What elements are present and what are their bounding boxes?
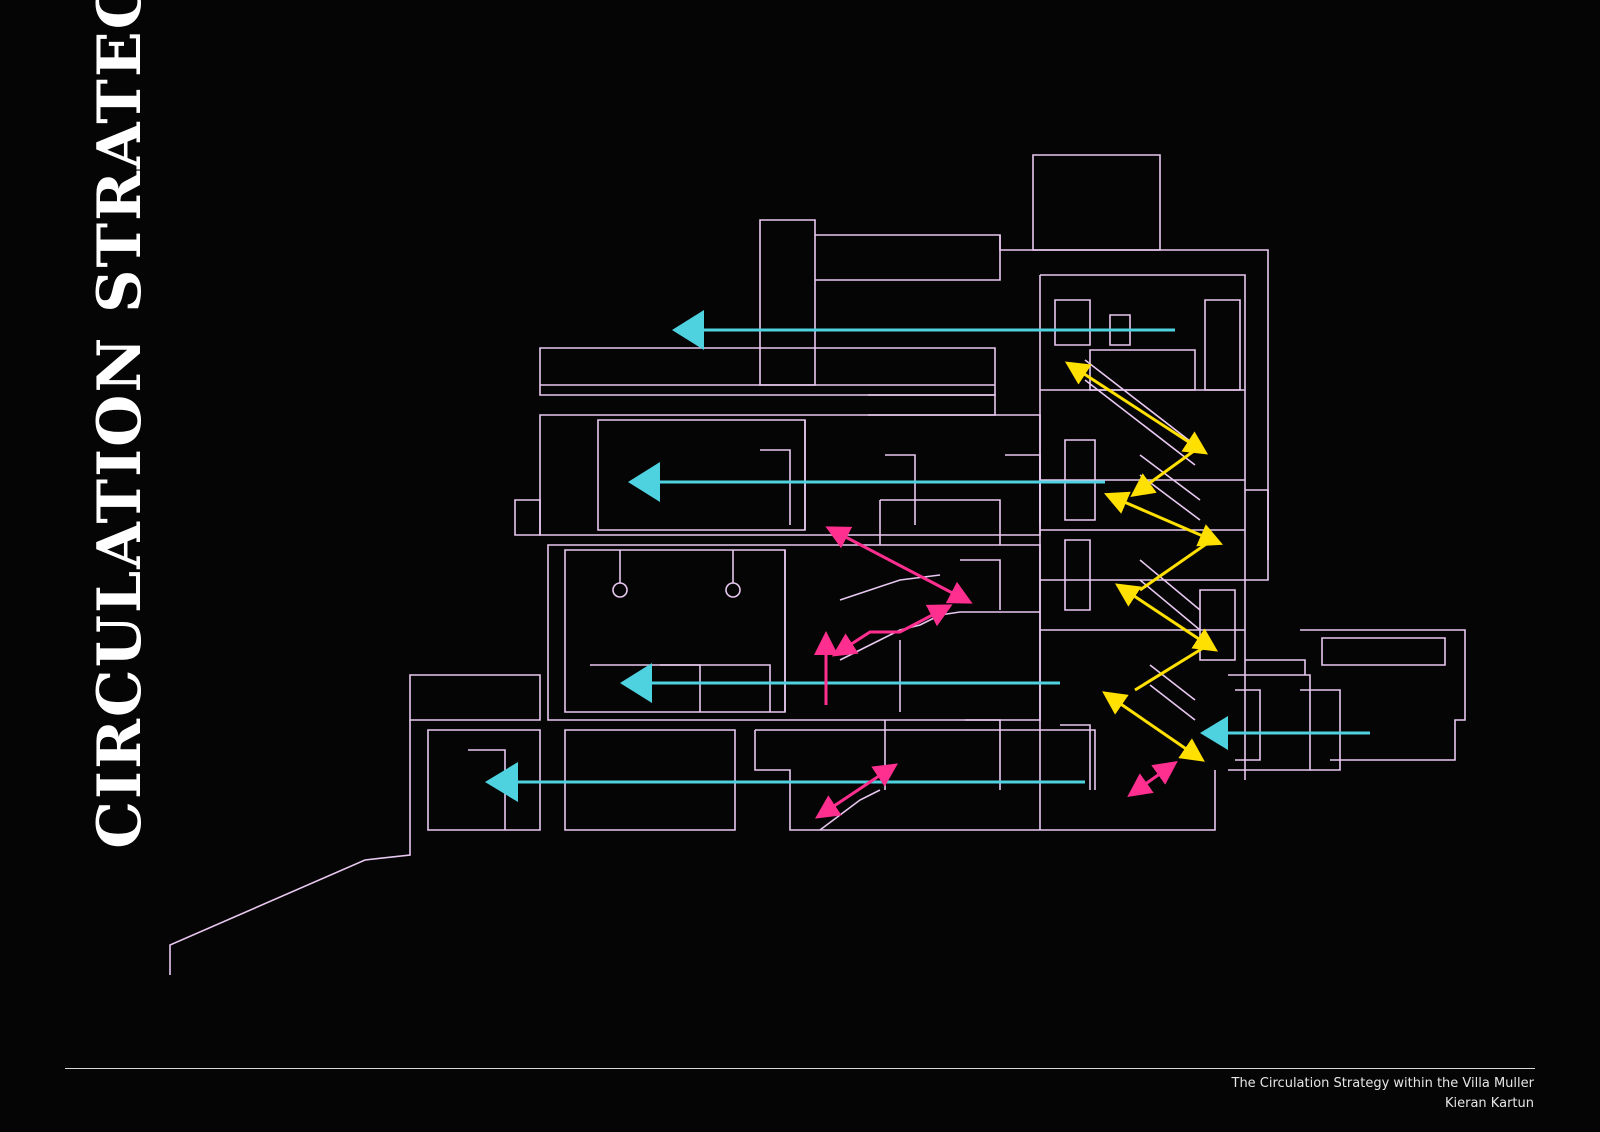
cyan-arrow-roof	[672, 310, 1175, 350]
cyan-arrow-salon-floor	[620, 663, 1060, 703]
caption-title: The Circulation Strategy within the Vill…	[1231, 1076, 1535, 1091]
cyan-arrow-entrance	[1200, 716, 1370, 750]
building-outline	[169, 154, 1466, 975]
secondary-stair-arrows	[814, 526, 1178, 819]
cyan-arrow-upper-floor	[628, 462, 1105, 502]
main-stair-arrows	[1064, 361, 1224, 762]
caption: The Circulation Strategy within the Vill…	[1232, 1074, 1535, 1114]
cyan-arrow-ground-floor	[485, 762, 1085, 802]
horizontal-circulation-arrows	[485, 310, 1370, 802]
caption-author: Kieran Kartun	[1444, 1096, 1534, 1111]
footer-divider	[65, 1068, 1535, 1069]
